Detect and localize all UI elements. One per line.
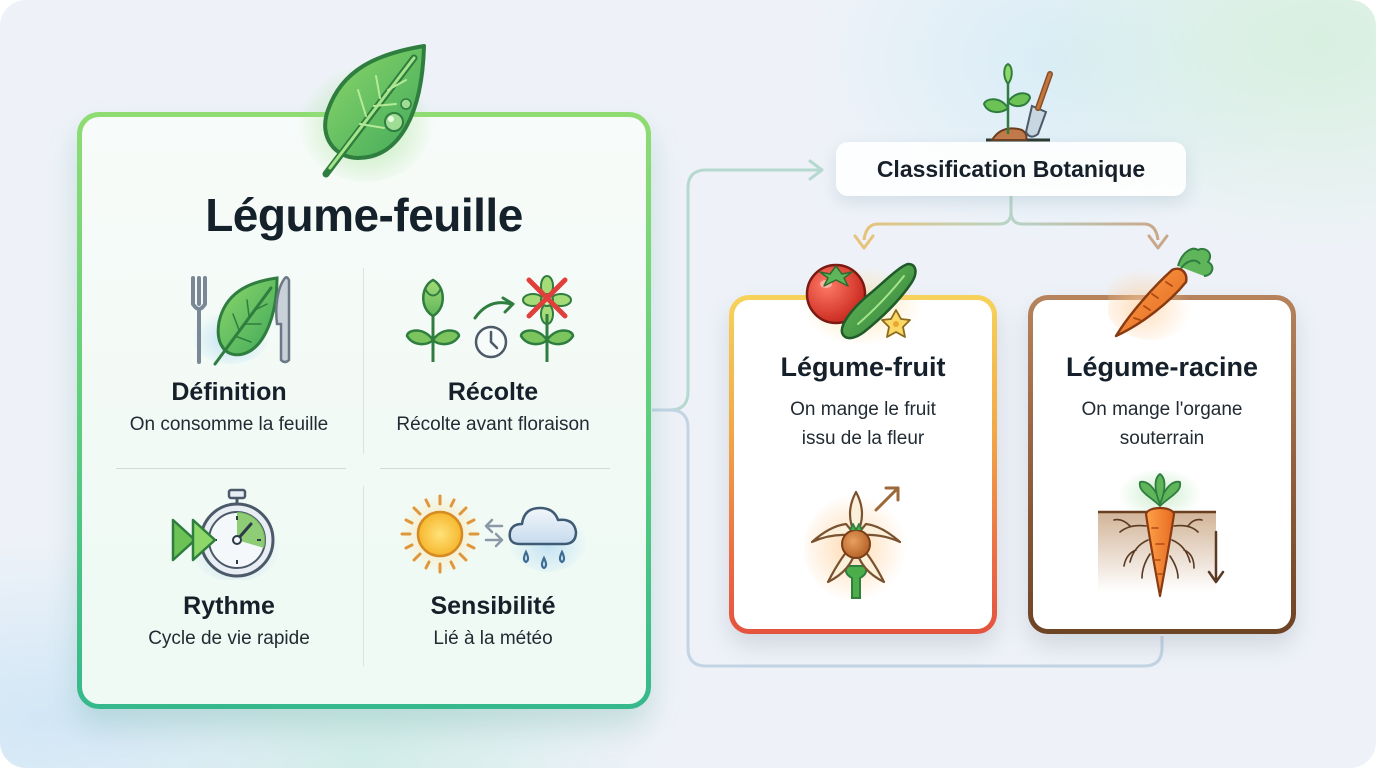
classification-box: Classification Botanique (836, 142, 1186, 196)
feature-description: On consomme la feuille (129, 414, 329, 435)
sun-rain-icon (400, 494, 588, 574)
fork-leaf-knife-icon (191, 276, 291, 366)
flower-fruit-icon (804, 486, 912, 602)
divider-vertical-bottom (363, 486, 364, 666)
leaf-icon (298, 44, 434, 182)
harvest-before-flowering-icon (405, 275, 575, 362)
tomato-zucchini-icon (802, 262, 922, 346)
feature-description: Lié à la météo (433, 628, 553, 649)
root-vegetable-title: Légume-racine (1065, 352, 1259, 382)
description-line: On mange l'organe (1081, 399, 1243, 420)
carrot-underground-icon (1098, 470, 1225, 598)
description-line: issu de la fleur (801, 428, 925, 449)
fruit-vegetable-card: Légume-fruit On mange le fruit issu de l… (729, 295, 997, 634)
feature-harvest: Récolte Récolte avant floraison (368, 274, 618, 436)
feature-sensitivity: Sensibilité Lié à la météo (368, 488, 618, 650)
divider-horizontal-right (380, 468, 610, 469)
seedling-trowel-icon (982, 62, 1053, 142)
feature-title: Sensibilité (430, 592, 556, 620)
leaf-vegetable-card (77, 112, 651, 709)
feature-description: Cycle de vie rapide (148, 628, 310, 649)
feature-title: Récolte (447, 378, 539, 406)
root-vegetable-description: On mange l'organe souterrain (1043, 395, 1281, 453)
fruit-vegetable-description: On mange le fruit issu de la fleur (744, 395, 982, 453)
leaf-vegetable-title: Légume-feuille (205, 189, 523, 241)
feature-description: Récolte avant floraison (396, 414, 590, 435)
description-line: souterrain (1119, 428, 1205, 449)
fast-stopwatch-icon (171, 488, 281, 580)
carrot-icon (1108, 247, 1214, 340)
feature-title: Définition (171, 378, 287, 406)
feature-definition: Définition On consomme la feuille (104, 274, 354, 436)
divider-horizontal-left (116, 468, 346, 469)
divider-vertical-top (363, 268, 364, 454)
feature-rhythm: Rythme Cycle de vie rapide (104, 488, 354, 650)
description-line: On mange le fruit (790, 399, 936, 420)
classification-title: Classification Botanique (876, 155, 1146, 182)
fruit-vegetable-title: Légume-fruit (780, 352, 946, 382)
feature-title: Rythme (183, 592, 275, 620)
